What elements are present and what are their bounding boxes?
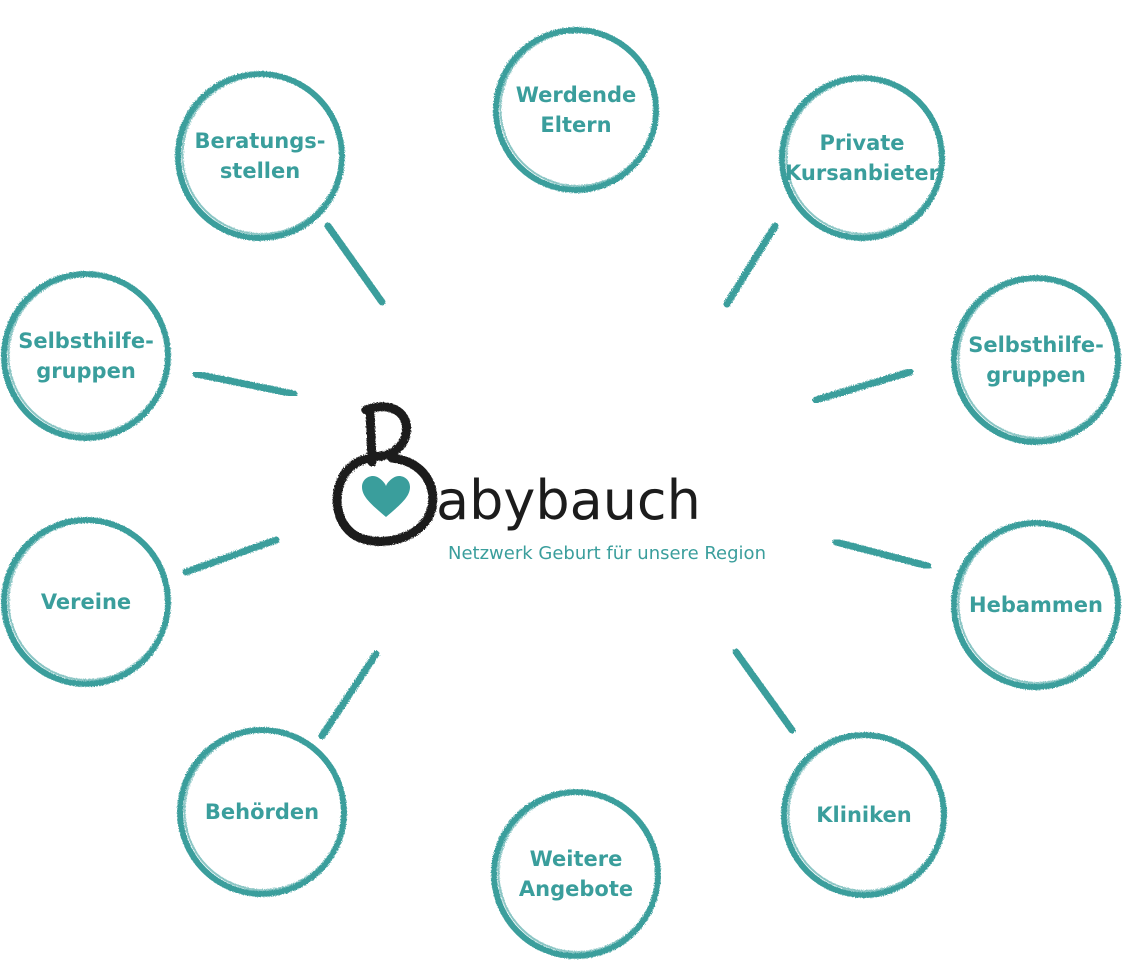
logo-tagline: Netzwerk Geburt für unsere Region [448, 543, 766, 564]
node-circle [493, 27, 659, 193]
node-circle-texture [957, 524, 1118, 684]
logo-wordmark: abybauch [436, 469, 701, 532]
node-label: Kliniken [816, 803, 911, 827]
node-selbsthilfegruppen-left: Selbsthilfe-gruppen [1, 271, 171, 441]
node-label-line: Kliniken [816, 803, 911, 827]
node-circle-texture [957, 279, 1118, 439]
node-label: Selbsthilfe-gruppen [18, 329, 154, 383]
node-label-line: stellen [220, 159, 300, 183]
babybauch-logo: abybauch Netzwerk Geburt für unsere Regi… [332, 402, 766, 564]
node-circle-texture [785, 79, 942, 235]
connector-kliniken [732, 648, 796, 734]
node-circle [177, 727, 347, 897]
node-circle [779, 75, 945, 241]
node-label-line: Angebote [519, 877, 633, 901]
node-hebammen: Hebammen [951, 520, 1121, 690]
node-behoerden: Behörden [177, 727, 347, 897]
node-label-line: Vereine [41, 590, 131, 614]
connector-beratungsstellen [324, 222, 386, 306]
node-vereine: Vereine [1, 517, 171, 687]
node-label: Vereine [41, 590, 131, 614]
node-label-line: Kursanbieter [785, 161, 940, 185]
node-circle [951, 275, 1121, 445]
node-label: Hebammen [969, 593, 1103, 617]
node-label-line: Hebammen [969, 593, 1103, 617]
node-circle [175, 71, 345, 241]
node-label-line: Beratungs- [195, 129, 326, 153]
node-label-line: Selbsthilfe- [18, 329, 154, 353]
node-circle-texture [787, 736, 944, 892]
node-label-line: Werdende [516, 83, 637, 107]
node-circle-texture [183, 731, 344, 891]
node-label-line: Selbsthilfe- [968, 333, 1104, 357]
connector-private-kursanbieter [723, 222, 779, 308]
node-label: Beratungs-stellen [195, 129, 326, 183]
connector-selbsthilfegruppen-right [812, 368, 914, 404]
node-selbsthilfegruppen-right: Selbsthilfe-gruppen [951, 275, 1121, 445]
node-circle [1, 517, 171, 687]
node-label-line: gruppen [36, 359, 136, 383]
node-circle [781, 732, 947, 898]
node-label-line: Weitere [530, 847, 623, 871]
connector-vereine [182, 536, 280, 576]
node-label: Selbsthilfe-gruppen [968, 333, 1104, 387]
node-label-line: gruppen [986, 363, 1086, 387]
node-circle-texture [181, 75, 342, 235]
node-circle [491, 789, 661, 959]
node-circle-texture [7, 521, 168, 681]
connectors [182, 196, 932, 770]
node-kliniken: Kliniken [781, 732, 947, 898]
node-label-line: Eltern [540, 113, 611, 137]
node-beratungsstellen: Beratungs-stellen [175, 71, 345, 241]
node-label: Behörden [205, 800, 319, 824]
heart-icon [362, 476, 410, 517]
node-label-line: Private [819, 131, 904, 155]
node-label-line: Behörden [205, 800, 319, 824]
node-circle [1, 271, 171, 441]
node-circle [951, 520, 1121, 690]
logo-b-mark [332, 402, 438, 546]
connector-selbsthilfegruppen-left [192, 370, 298, 398]
connector-behoerden [318, 650, 380, 740]
node-circle-texture [499, 31, 656, 187]
node-circle-texture [7, 275, 168, 435]
node-circle-texture [497, 793, 658, 953]
connector-hebammen [832, 538, 932, 570]
